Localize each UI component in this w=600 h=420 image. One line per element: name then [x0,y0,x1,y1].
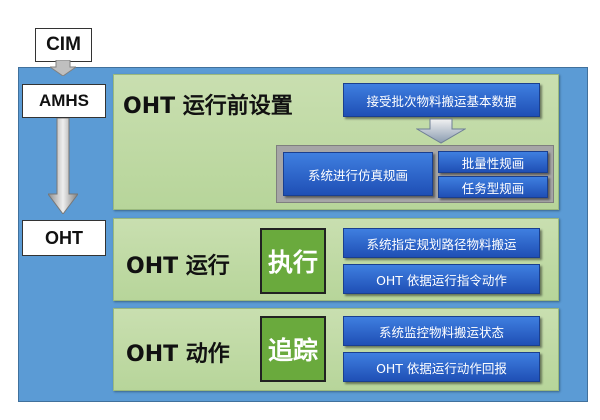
track-tag: 追踪 [260,316,326,382]
down-arrow-icon [416,118,466,144]
task-planning-step: 任务型规画 [438,176,548,198]
amhs-node: AMHS [22,84,106,118]
cim-node: CIM [35,28,92,62]
arrow-cim-to-amhs-icon [50,60,76,76]
section-oht-run-title: OHT 运行 [126,254,230,279]
oht-node: OHT [22,220,106,256]
receive-batch-data-step: 接受批次物料搬运基本数据 [343,83,540,117]
arrow-amhs-to-oht-icon [48,118,78,214]
system-simulation-planning-step: 系统进行仿真规画 [283,152,433,196]
execute-tag: 执行 [260,228,326,294]
system-monitor-transport-step: 系统监控物料搬运状态 [343,316,540,346]
batch-planning-step: 批量性规画 [438,151,548,173]
system-path-planning-step: 系统指定规划路径物料搬运 [343,228,540,258]
section-pre-run-title: OHT 运行前设置 [123,94,293,119]
section-oht-action-title: OHT 动作 [126,342,230,367]
oht-report-action-step: OHT 依据运行动作回报 [343,352,540,382]
oht-follow-run-command-step: OHT 依据运行指令动作 [343,264,540,294]
